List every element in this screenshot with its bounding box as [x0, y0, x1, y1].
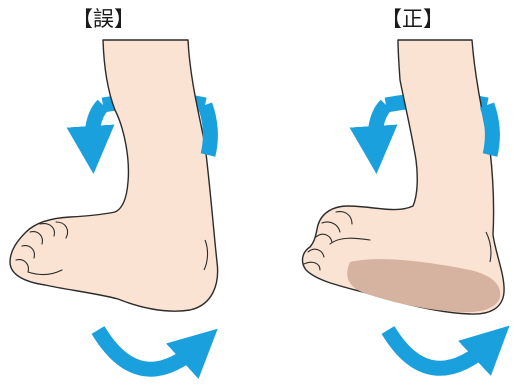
- ankle-rotation-arrow: [487, 105, 492, 155]
- ankle-rotation-arrow-head: [92, 105, 103, 150]
- ankle-rotation-arrow: [205, 105, 210, 155]
- incorrect-foot-shape: [10, 40, 218, 311]
- sole-rotation-arrow: [388, 330, 492, 368]
- correct-foot: [303, 40, 505, 368]
- sole-rotation-arrow: [98, 330, 200, 369]
- ankle-rotation-arrow-head: [375, 105, 386, 150]
- incorrect-foot: [10, 40, 218, 369]
